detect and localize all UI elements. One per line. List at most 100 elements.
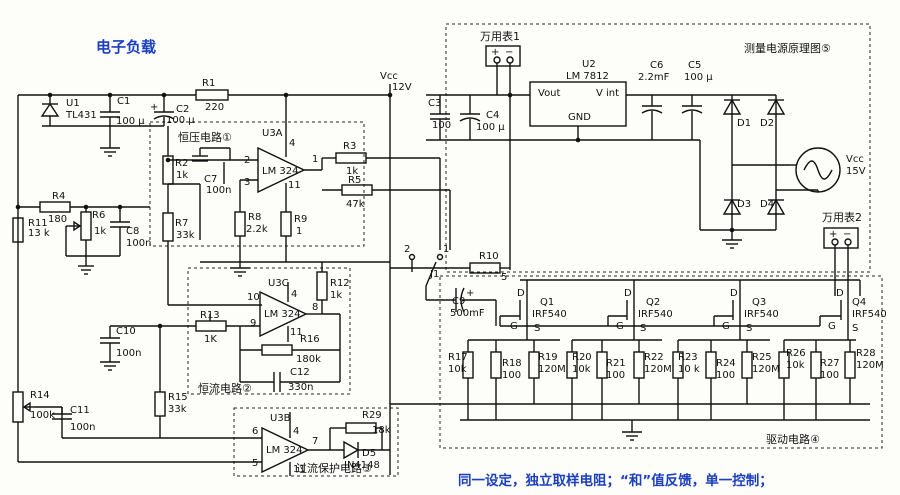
u3a-wiring — [165, 157, 336, 240]
q4-part: IRF540 — [852, 309, 887, 320]
r4-ref: R4 — [52, 191, 65, 202]
r6-value: 1k — [94, 226, 106, 237]
potentiometer-r14 — [12, 391, 262, 463]
r23-ref: R23 — [678, 352, 698, 363]
d1-ref: D1 — [737, 118, 751, 129]
r19-ref: R19 — [538, 352, 558, 363]
c9-ref: C9 — [452, 296, 465, 307]
resistor-r4 — [15, 201, 150, 213]
meter-1-minus: − — [505, 47, 513, 58]
psu-wiring — [426, 92, 776, 270]
meter-2-plus: + — [829, 229, 837, 240]
block-psu-boundary — [445, 23, 871, 273]
q2-ref: Q2 — [646, 297, 660, 308]
resistor-r8 — [234, 211, 246, 262]
capacitor-c7 — [192, 147, 231, 162]
r3-ref: R3 — [343, 141, 356, 152]
r8-value: 2.2k — [246, 224, 268, 235]
c12-ref: C12 — [290, 367, 310, 378]
r21-value: 100 — [606, 370, 625, 381]
diode-d5 — [308, 440, 390, 460]
r13-ref: R13 — [200, 310, 220, 321]
r29-value: 18k — [372, 425, 391, 436]
resistor-r5 — [322, 184, 451, 250]
top-rail — [17, 84, 393, 475]
r20-value: 10k — [572, 364, 591, 375]
c1-value: 100 µ — [116, 116, 145, 127]
r26-ref: R26 — [786, 348, 806, 359]
r22-ref: R22 — [644, 352, 664, 363]
stage-3 — [672, 280, 770, 420]
r8-ref: R8 — [248, 212, 261, 223]
r12-value: 1k — [330, 290, 342, 301]
r23-value: 10 k — [678, 364, 700, 375]
capacitor-c4 — [459, 95, 481, 140]
r20-ref: R20 — [572, 352, 592, 363]
r1-value: 220 — [205, 102, 224, 113]
d5-ref: D5 — [362, 448, 376, 459]
u3b-pin7: 7 — [312, 436, 318, 447]
r10-ref: R10 — [479, 251, 499, 262]
diagram-title: 电子负载 — [96, 38, 156, 56]
r24-ref: R24 — [716, 358, 736, 369]
c7-ref: C7 — [204, 174, 217, 185]
u3a-pin3: 3 — [244, 177, 250, 188]
vcc-value: 12V — [392, 82, 412, 93]
u3c-pin4: 4 — [291, 289, 297, 300]
meter-1-plus: + — [491, 47, 499, 58]
q1-s: S — [534, 323, 540, 334]
ac-source-label: Vcc — [846, 154, 864, 165]
u2-vout: Vout — [538, 88, 561, 99]
c8-value: 100n — [126, 238, 151, 249]
r7-value: 33k — [176, 230, 195, 241]
d4-ref: D4 — [760, 199, 774, 210]
r14-value: 100k — [30, 410, 55, 421]
r2-ref: R2 — [175, 158, 188, 169]
ground-r6 — [78, 265, 94, 275]
r15-value: 33k — [168, 404, 187, 415]
q3-s: S — [746, 323, 752, 334]
r18-value: 100 — [502, 370, 521, 381]
r22-value: 120M — [644, 364, 672, 375]
r9-value: 1 — [296, 226, 302, 237]
c4-value: 100 µ — [476, 122, 505, 133]
r27-value: 100 — [820, 370, 839, 381]
q1-d: D — [517, 288, 525, 299]
c1-ref: C1 — [117, 96, 130, 107]
r25-ref: R25 — [752, 352, 772, 363]
c12-value: 330n — [288, 382, 313, 393]
r26-value: 10k — [786, 360, 805, 371]
q1-part: IRF540 — [532, 309, 567, 320]
meter-2 — [823, 227, 859, 296]
q3-part: IRF540 — [744, 309, 779, 320]
u3a-pin4: 4 — [289, 138, 295, 149]
capacitor-c12 — [239, 350, 341, 392]
r4-value: 180 — [48, 214, 67, 225]
c6-ref: C6 — [650, 60, 663, 71]
u3c-part: LM 324 — [264, 309, 300, 320]
r29-ref: R29 — [362, 410, 382, 421]
regulator-u2 — [529, 81, 627, 140]
c2-value: 100 µ — [166, 115, 195, 126]
r5-value: 47k — [346, 199, 365, 210]
meter-2-minus: − — [843, 229, 851, 240]
u3a-part: LM 324 — [262, 166, 298, 177]
resistor-r29 — [329, 422, 383, 450]
u3c-pin10: 10 — [247, 292, 260, 303]
u3a-ref: U3A — [262, 128, 283, 139]
r18-ref: R18 — [502, 358, 522, 369]
q4-s: S — [852, 323, 858, 334]
r28-ref: R28 — [856, 348, 876, 359]
capacitor-c8 — [110, 204, 130, 256]
r11-ref: R11 — [28, 218, 48, 229]
u2-ref: U2 — [582, 59, 596, 70]
r3-value: 1k — [346, 166, 358, 177]
u3c-pin8: 8 — [312, 302, 318, 313]
c7-value: 100n — [206, 185, 231, 196]
d3-ref: D3 — [737, 199, 751, 210]
block-cv-label: 恒压电路① — [178, 131, 232, 144]
diagram-caption: 同一设定，独立取样电阻；“和”值反馈，单一控制； — [458, 472, 773, 489]
j1-pin1: 1 — [443, 244, 449, 255]
capacitor-c6 — [641, 95, 663, 140]
r17-ref: R17 — [448, 352, 468, 363]
